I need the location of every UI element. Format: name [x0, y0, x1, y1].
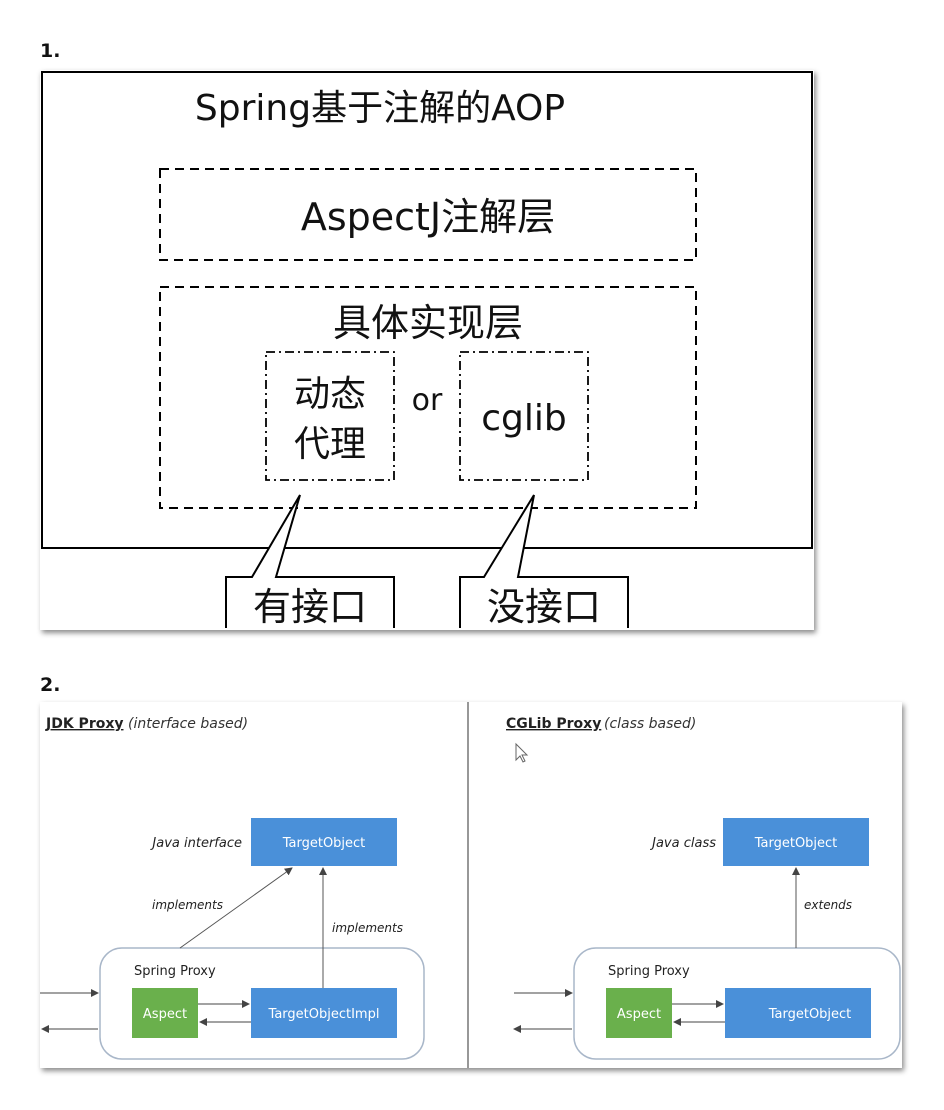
jdk-aspect-label: Aspect	[143, 1007, 187, 1022]
jdk-aspect-box	[132, 988, 198, 1038]
java-interface-label: Java interface	[149, 836, 242, 851]
proxy-comparison-svg: JDK Proxy (interface based) Java interfa…	[40, 702, 901, 1068]
jdk-spring-proxy-label: Spring Proxy	[134, 964, 216, 979]
cglib-label: cglib	[481, 398, 567, 439]
jdk-proxy-subtitle: (interface based)	[128, 716, 248, 732]
diagram-title: Spring基于注解的AOP	[195, 88, 565, 129]
section-number-1: 1.	[40, 40, 61, 62]
without-interface-callout	[459, 494, 629, 628]
cglib-box	[459, 351, 589, 481]
cglib-aspect-label: Aspect	[617, 1007, 661, 1022]
without-interface-label: 没接口	[487, 585, 601, 629]
impl-layer-label: 具体实现层	[333, 301, 523, 345]
jdk-implements-left-label: implements	[152, 898, 223, 912]
aspectj-layer-box	[159, 168, 697, 261]
dynamic-proxy-box	[265, 351, 395, 481]
with-interface-callout	[225, 494, 395, 628]
dynamic-proxy-label-line1: 动态	[294, 374, 366, 415]
with-interface-label: 有接口	[253, 585, 367, 629]
aop-layer-diagram: Spring基于注解的AOP AspectJ注解层 具体实现层 动态 代理 or…	[40, 70, 814, 630]
proxy-comparison-diagram: JDK Proxy (interface based) Java interfa…	[40, 702, 902, 1068]
cglib-proxy-subtitle: (class based)	[604, 716, 696, 732]
jdk-implements-right-label: implements	[332, 921, 403, 935]
cglib-target-object-box	[723, 818, 869, 866]
or-label: or	[412, 383, 443, 418]
section-number-2: 2.	[40, 674, 61, 696]
outer-frame	[41, 71, 813, 549]
cglib-extends-label: extends	[804, 898, 852, 912]
cglib-aspect-box	[606, 988, 672, 1038]
jdk-proxy-title: JDK Proxy	[45, 716, 124, 732]
impl-layer-box	[159, 286, 697, 509]
cglib-inner-target-label: TargetObject	[768, 1007, 852, 1022]
cglib-target-object-label: TargetObject	[754, 836, 838, 851]
jdk-target-object-label: TargetObject	[282, 836, 366, 851]
jdk-target-impl-label: TargetObjectImpl	[268, 1007, 380, 1022]
jdk-target-impl-box	[251, 988, 397, 1038]
dynamic-proxy-label-line2: 代理	[294, 424, 366, 465]
jdk-target-object-box	[251, 818, 397, 866]
cglib-spring-proxy-label: Spring Proxy	[608, 964, 690, 979]
java-class-label: Java class	[649, 836, 716, 851]
cglib-proxy-title: CGLib Proxy	[506, 716, 601, 732]
aspectj-layer-label: AspectJ注解层	[301, 195, 555, 239]
cglib-inner-target-box	[725, 988, 871, 1038]
jdk-implements-arrow-left	[179, 867, 293, 949]
aop-layer-svg: Spring基于注解的AOP AspectJ注解层 具体实现层 动态 代理 or…	[41, 71, 813, 629]
mouse-cursor-icon	[515, 742, 529, 763]
